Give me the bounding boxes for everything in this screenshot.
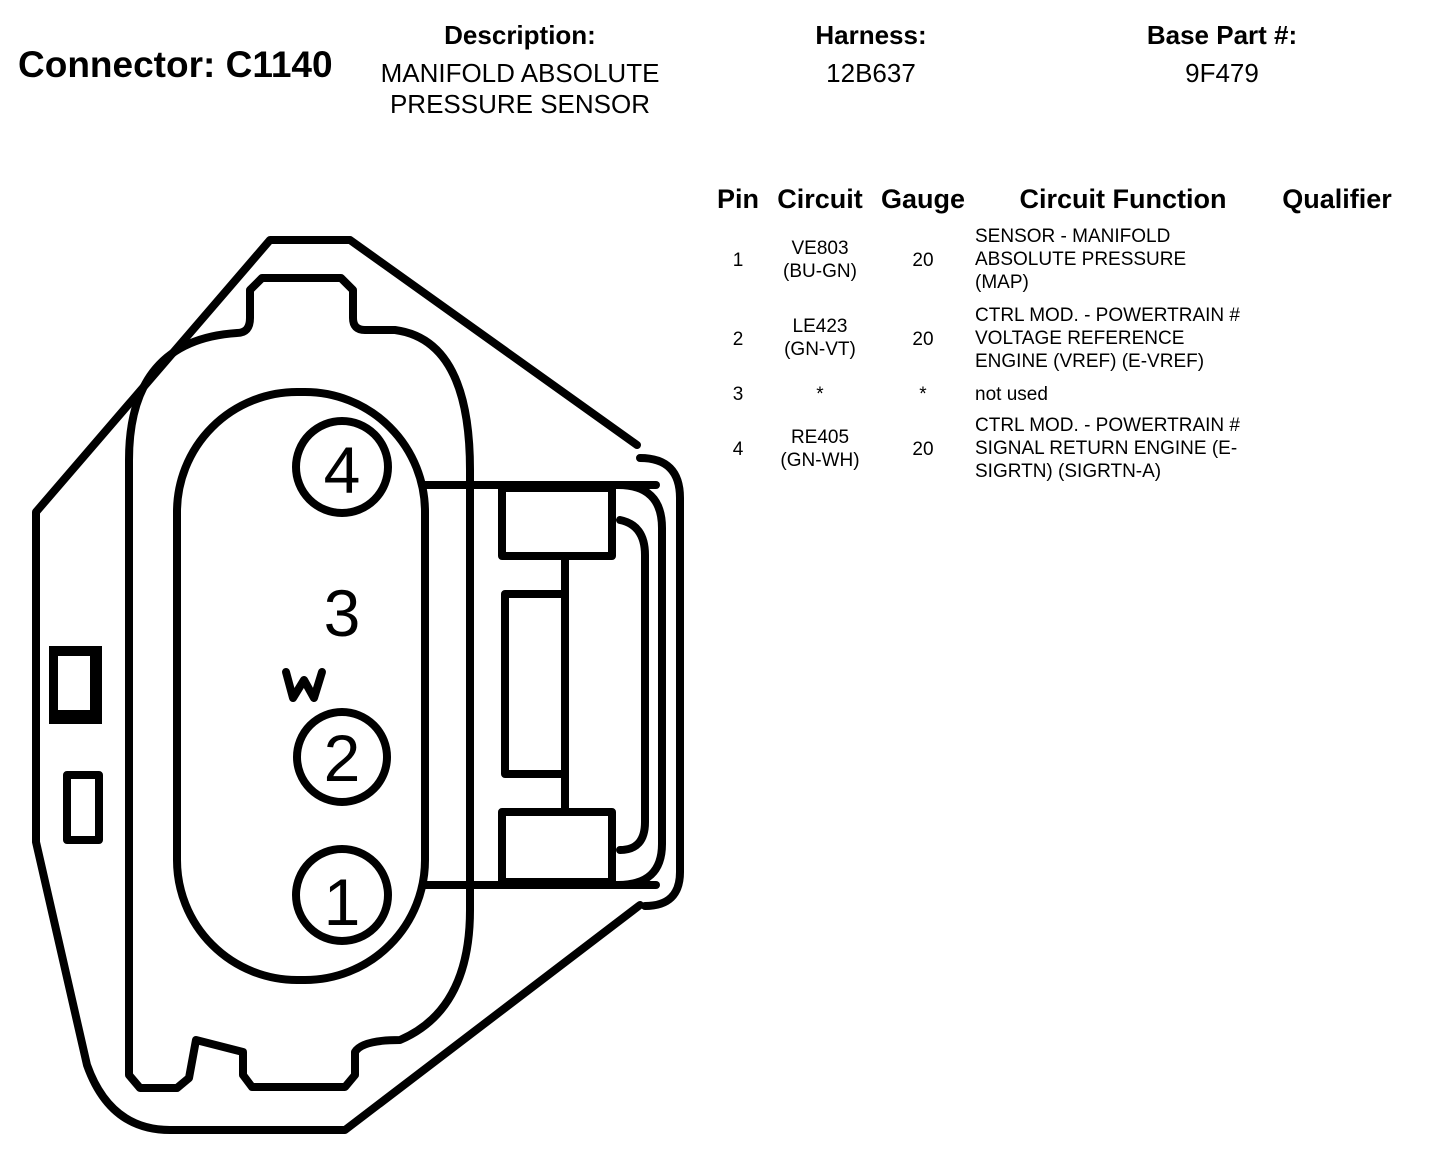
row-4-circuit-color: (GN-WH) — [780, 450, 860, 471]
column-header-pin: Pin — [716, 184, 759, 214]
row-1-pin: 1 — [732, 250, 744, 271]
row-2-function-line-1: CTRL MOD. - POWERTRAIN # — [975, 305, 1240, 326]
column-header-circuit: Circuit — [777, 184, 863, 214]
row-1-function-line-3: (MAP) — [975, 272, 1029, 293]
row-4-circuit: RE405 (GN-WH) — [760, 426, 880, 472]
pin-4-circle — [292, 417, 392, 517]
row-3-pin: 3 — [732, 384, 744, 405]
row-1-function-line-1: SENSOR - MANIFOLD — [975, 226, 1171, 247]
latch-block — [498, 484, 616, 560]
row-4-function: CTRL MOD. - POWERTRAIN # SIGNAL RETURN E… — [975, 414, 1240, 483]
row-2-pin: 2 — [732, 329, 744, 350]
inner-housing-outline — [125, 274, 474, 1092]
row-3-circuit: * — [760, 383, 880, 406]
row-4-function-line-2: SIGNAL RETURN ENGINE (E- — [975, 438, 1238, 459]
row-4-function-line-3: SIGRTN) (SIGRTN-A) — [975, 461, 1162, 482]
row-4-pin: 4 — [732, 439, 744, 460]
description-line-2: PRESSURE SENSOR — [389, 89, 651, 119]
housing-end-cap — [636, 454, 684, 910]
pin-2-circle — [293, 708, 391, 806]
row-2-circuit-id: LE423 — [792, 316, 848, 337]
column-header-circuit-function: Circuit Function — [1019, 184, 1227, 214]
row-1-gauge: 20 — [912, 250, 934, 271]
pin-1-circle — [292, 845, 392, 945]
row-2-function-line-2: VOLTAGE REFERENCE — [975, 328, 1185, 349]
key-slot — [63, 771, 103, 844]
column-header-qualifier: Qualifier — [1282, 184, 1392, 214]
housing-outline — [32, 236, 644, 1134]
pin-2-label: 2 — [324, 721, 361, 795]
row-1-circuit-color: (BU-GN) — [783, 261, 857, 282]
row-4-gauge: 20 — [912, 439, 934, 460]
column-header-gauge: Gauge — [880, 184, 966, 214]
connector-title: Connector: C1140 — [18, 44, 333, 85]
base-part-label: Base Part #: — [1146, 20, 1298, 50]
pin-cavity — [173, 388, 429, 984]
pin-1-label: 1 — [324, 865, 361, 939]
row-2-circuit: LE423 (GN-VT) — [760, 315, 880, 361]
row-3-function-line-1: not used — [975, 384, 1048, 405]
pin-3-label: 3 — [324, 576, 361, 650]
row-2-gauge: 20 — [912, 329, 934, 350]
lock-tab-window — [58, 656, 90, 710]
latch-block — [501, 590, 569, 778]
row-4-function-line-1: CTRL MOD. - POWERTRAIN # — [975, 415, 1240, 436]
row-2-function-line-3: ENGINE (VREF) (E-VREF) — [975, 351, 1205, 372]
row-3-function: not used — [975, 383, 1048, 406]
latch-block — [498, 808, 616, 886]
row-2-function: CTRL MOD. - POWERTRAIN # VOLTAGE REFEREN… — [975, 304, 1240, 373]
row-2-circuit-color: (GN-VT) — [784, 339, 856, 360]
harness-value: 12B637 — [826, 58, 916, 88]
row-1-function: SENSOR - MANIFOLD ABSOLUTE PRESSURE (MAP… — [975, 225, 1186, 294]
row-4-circuit-id: RE405 — [790, 427, 850, 448]
row-1-function-line-2: ABSOLUTE PRESSURE — [975, 249, 1187, 270]
w-mark — [282, 668, 326, 702]
row-3-gauge: * — [919, 384, 927, 405]
base-part-value: 9F479 — [1185, 58, 1259, 88]
pin-4-label: 4 — [324, 433, 361, 507]
row-1-circuit: VE803 (BU-GN) — [760, 237, 880, 283]
latch-rail-bracket — [614, 481, 666, 889]
description-value: MANIFOLD ABSOLUTE PRESSURE SENSOR — [340, 58, 700, 120]
row-3-circuit-id: * — [816, 384, 824, 405]
latch-arm — [616, 516, 649, 854]
row-1-circuit-id: VE803 — [791, 238, 849, 259]
description-line-1: MANIFOLD ABSOLUTE — [380, 58, 660, 88]
description-label: Description: — [444, 20, 596, 50]
harness-label: Harness: — [815, 20, 927, 50]
